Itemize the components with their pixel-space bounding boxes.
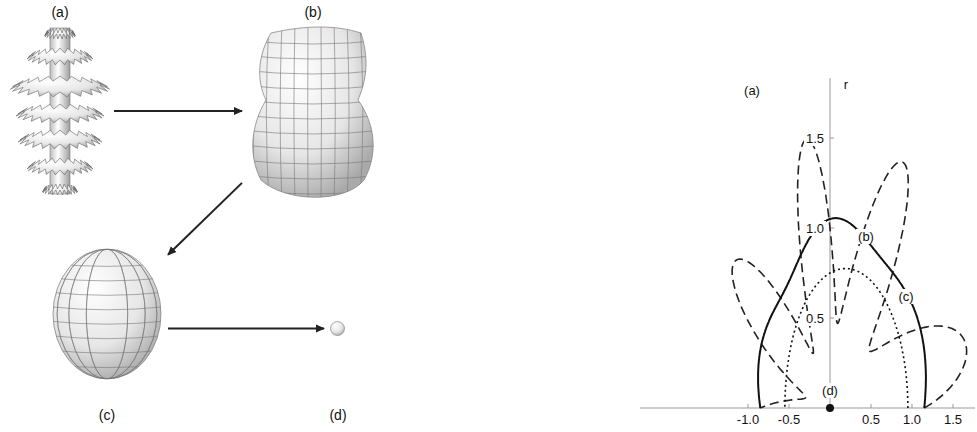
plot-axes (640, 78, 975, 408)
tick-label: 0.5 (860, 412, 882, 427)
curve-label: (c) (896, 289, 915, 304)
tick-label: 0.5 (804, 311, 826, 326)
ruffle (16, 104, 104, 123)
grid-line (240, 115, 385, 119)
shape-node: (c) (52, 248, 162, 380)
grid-line (50, 336, 164, 339)
meridian (86, 249, 127, 379)
grid-line (240, 175, 385, 179)
ruffle (27, 48, 93, 65)
dashed-curve (732, 139, 967, 408)
origin-dot (826, 404, 834, 412)
grid-line (294, 20, 295, 205)
transition-arrow (168, 183, 242, 255)
stage-label: (a) (12, 3, 108, 21)
grid-line (240, 145, 385, 149)
grid-line (240, 130, 385, 134)
shape-node: (a) (12, 25, 108, 197)
grid-line (50, 321, 164, 324)
grid-line (347, 20, 349, 205)
grid-line (321, 20, 322, 205)
grid-line (50, 278, 164, 281)
shape-node: (b) (248, 25, 378, 203)
ruffle (18, 130, 102, 149)
grid-line (280, 20, 282, 205)
grid-line (240, 85, 385, 89)
transition-arrow (114, 110, 242, 112)
meridian (57, 249, 157, 379)
shape-node: (d) (330, 321, 345, 336)
grid-line (50, 263, 164, 266)
tick-label: 1.5 (942, 412, 964, 427)
axis-label: r (842, 77, 850, 92)
grid-line (240, 55, 385, 59)
tick-label: 1.5 (804, 131, 826, 146)
stage-label: (b) (248, 3, 378, 21)
blob-shape (240, 20, 385, 205)
transition-arrow (168, 328, 324, 330)
grid-line (307, 20, 308, 205)
sphere-shape (50, 249, 164, 379)
tick-label: -1.0 (735, 412, 761, 427)
curve-label: (a) (742, 83, 762, 98)
grid-line (240, 100, 385, 104)
curve-label: (d) (820, 383, 840, 398)
ruffle (11, 76, 110, 97)
ruffle (45, 28, 76, 39)
grid-line (240, 190, 385, 194)
grid-line (50, 365, 164, 368)
grid-line (253, 20, 256, 205)
grid-line (50, 292, 164, 295)
dotted-curve (785, 269, 908, 408)
tick-label: 1.0 (804, 221, 826, 236)
solid-curve (758, 218, 926, 408)
curve-label: (b) (856, 229, 876, 244)
meridian (86, 249, 127, 379)
ruffle (42, 184, 77, 195)
grid-line (240, 40, 385, 44)
grid-line (334, 20, 335, 205)
ruffled-shape (11, 28, 110, 195)
small-sphere (331, 322, 345, 336)
meridian (69, 249, 145, 379)
grid-line (50, 350, 164, 353)
grid-line (50, 307, 164, 310)
ruffle (27, 158, 93, 175)
grid-line (240, 70, 385, 74)
stage-label: (d) (318, 406, 358, 424)
tick-label: 1.0 (901, 412, 923, 427)
meridian (69, 249, 145, 379)
meridian (107, 249, 108, 379)
grid-line (240, 160, 385, 164)
tick-label: -0.5 (776, 412, 802, 427)
stage-label: (c) (52, 406, 162, 424)
meridian (57, 249, 157, 379)
